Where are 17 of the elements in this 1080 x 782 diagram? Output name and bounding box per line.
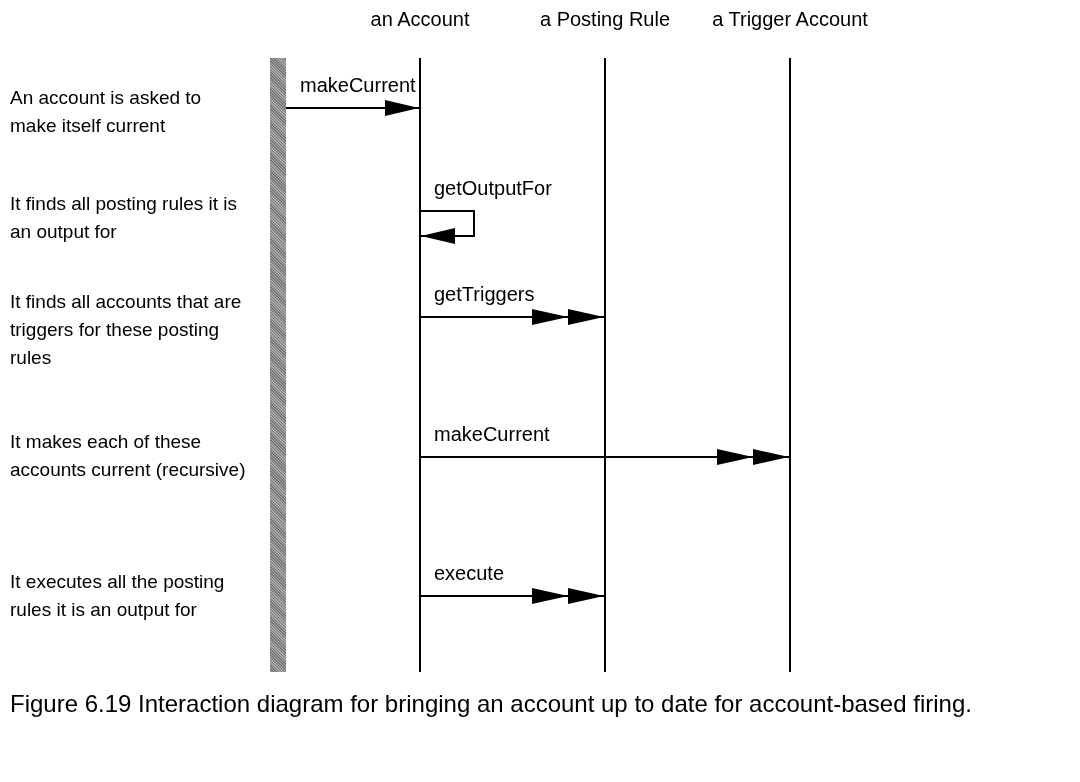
object-name: an Account (370, 8, 470, 31)
step-description: An account is asked to make itself current (10, 86, 203, 138)
object-name: a Trigger Account (712, 8, 868, 31)
figure-caption: Figure 6.19 Interaction diagram for bringing an account up to date for account-based firing. (10, 689, 973, 719)
step-description: It makes each of these accounts current (recursive) (10, 430, 247, 482)
message-label: getOutputFor (434, 177, 552, 200)
message-label: execute (434, 562, 505, 585)
step-description: It executes all the posting rules it is an output for (10, 570, 226, 622)
message-label: getTriggers (434, 283, 535, 306)
message-arrow (420, 210, 475, 244)
step-description: It finds all posting rules it is an output for (10, 192, 239, 244)
message-label: makeCurrent (300, 74, 416, 97)
activation-bar (270, 58, 286, 672)
message-arrow (285, 100, 420, 116)
step-description: It finds all accounts that are triggers for these posting rules (10, 290, 243, 370)
object-name: a Posting Rule (539, 8, 671, 31)
message-label: makeCurrent (434, 423, 550, 446)
